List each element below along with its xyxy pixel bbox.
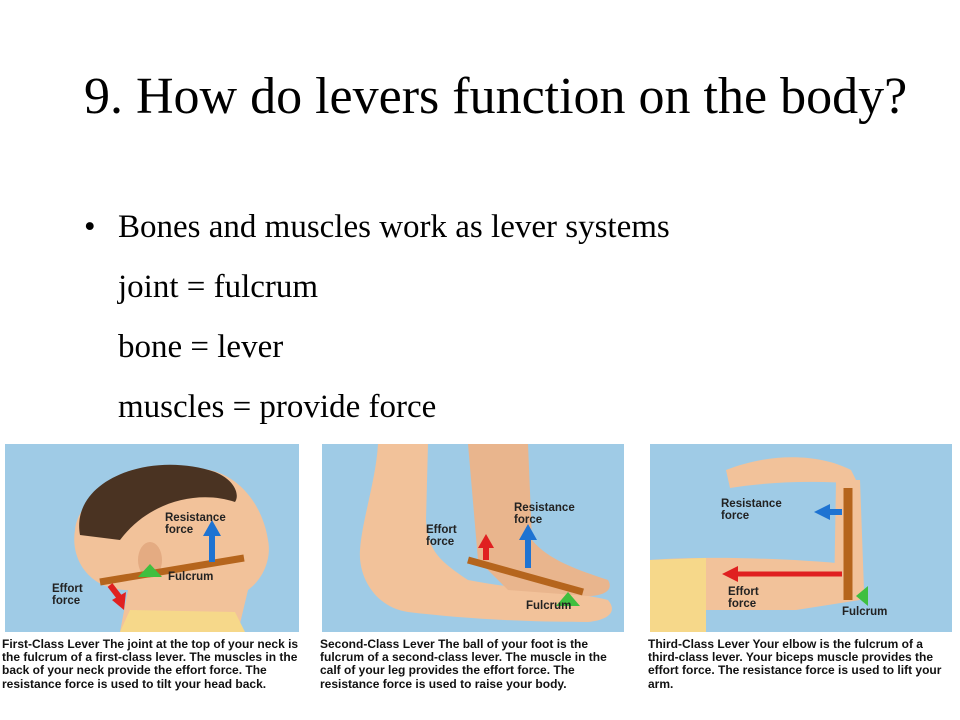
- bullet-dot-icon: •: [84, 209, 96, 245]
- lever-bar: [467, 556, 584, 596]
- panel-third-class: Resistance force Effort force Fulcrum Th…: [646, 440, 956, 720]
- hair-shape: [79, 464, 237, 540]
- fulcrum-triangle-icon: [856, 586, 868, 606]
- caption-title: Third-Class Lever: [648, 637, 750, 651]
- bullet-item: • Bones and muscles work as lever system…: [84, 205, 944, 265]
- caption-title: Second-Class Lever: [320, 637, 435, 651]
- effort-arrow-icon: [107, 583, 123, 600]
- caption-text: The joint at the top of your neck is the…: [2, 637, 299, 691]
- bullet-list: • Bones and muscles work as lever system…: [84, 205, 944, 445]
- shirt-shape: [120, 610, 245, 632]
- second-class-caption: Second-Class Lever The ball of your foot…: [320, 637, 630, 691]
- lever-panels: Resistance force Effort force Fulcrum Fi…: [0, 440, 960, 720]
- resistance-force-label: Resistance force: [514, 502, 575, 526]
- ear-shape: [138, 542, 162, 578]
- foot-shape: [359, 444, 612, 622]
- resistance-force-label: Resistance force: [165, 512, 226, 536]
- fulcrum-triangle-icon: [556, 592, 580, 606]
- fulcrum-label: Fulcrum: [842, 606, 888, 618]
- second-class-illustration: [322, 444, 624, 632]
- panel-second-class: Resistance force Effort force Fulcrum Se…: [318, 440, 630, 720]
- caption-text: Your elbow is the fulcrum of a third-cla…: [648, 637, 942, 691]
- caption-text: The ball of your foot is the fulcrum of …: [320, 637, 607, 691]
- first-class-illustration: [5, 444, 299, 632]
- sub-line-bone: bone = lever: [118, 329, 284, 365]
- back-leg-shape: [468, 444, 610, 596]
- hand-shape: [726, 457, 858, 488]
- effort-force-label: Effort force: [426, 524, 457, 548]
- effort-force-label: Effort force: [728, 586, 759, 610]
- fulcrum-label: Fulcrum: [168, 571, 214, 583]
- effort-force-label: Effort force: [52, 583, 83, 607]
- fulcrum-label: Fulcrum: [526, 600, 572, 612]
- resistance-force-label: Resistance force: [721, 498, 782, 522]
- slide-title: 9. How do levers function on the body?: [84, 68, 908, 125]
- panel-first-class: Resistance force Effort force Fulcrum Fi…: [0, 440, 310, 720]
- third-class-illustration: [650, 444, 952, 632]
- sub-line-muscles: muscles = provide force: [118, 389, 437, 425]
- third-class-caption: Third-Class Lever Your elbow is the fulc…: [648, 637, 956, 691]
- caption-title: First-Class Lever: [2, 637, 100, 651]
- bullet-text: Bones and muscles work as lever systems: [118, 209, 670, 245]
- fulcrum-triangle-icon: [138, 564, 162, 577]
- lever-bar: [99, 554, 245, 586]
- first-class-caption: First-Class Lever The joint at the top o…: [2, 637, 310, 691]
- sub-line-joint: joint = fulcrum: [118, 269, 319, 305]
- sleeve-shape: [650, 558, 706, 632]
